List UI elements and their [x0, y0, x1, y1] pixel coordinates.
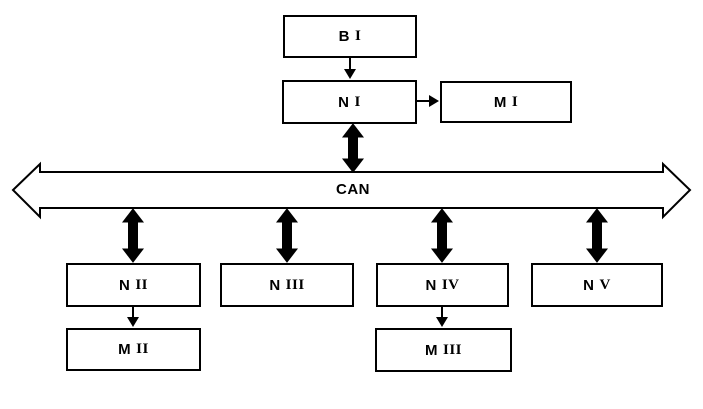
- node-n4: N IV: [376, 263, 509, 307]
- node-m3-numeral: III: [442, 341, 462, 358]
- node-b1: B I: [283, 15, 417, 58]
- arrow-nii-to-mii: [127, 307, 139, 327]
- can-bus-label: CAN: [336, 181, 370, 198]
- node-n3-letter: N: [269, 276, 281, 294]
- node-b1-letter: B: [338, 28, 350, 45]
- node-n3-numeral: III: [285, 276, 305, 293]
- arrow-niv-to-miii: [436, 307, 448, 327]
- node-n2: N II: [66, 263, 201, 307]
- node-n1-letter: N: [338, 93, 350, 111]
- bus-link-nii-arrow: [121, 208, 145, 263]
- node-m1-numeral: I: [511, 93, 519, 110]
- node-m3: M III: [375, 328, 512, 372]
- node-n2-letter: N: [118, 276, 131, 294]
- bus-link-niv-arrow: [430, 208, 454, 263]
- node-m1: M I: [440, 81, 572, 123]
- arrow-ni-to-mi: [417, 95, 439, 107]
- node-n1-numeral: I: [354, 93, 361, 110]
- can-bus-arrow: [11, 161, 692, 220]
- node-n5-letter: N: [583, 276, 595, 294]
- node-n5: N V: [531, 263, 663, 307]
- node-n2-numeral: II: [135, 276, 149, 293]
- bus-link-niii-arrow: [275, 208, 299, 263]
- node-m3-letter: M: [424, 341, 438, 359]
- arrow-bi-to-ni: [344, 57, 356, 79]
- node-n1: N I: [282, 80, 417, 124]
- node-m2-letter: M: [118, 341, 132, 358]
- bus-link-ni-arrow: [341, 123, 365, 173]
- node-m1-letter: M: [493, 93, 507, 111]
- node-m2-numeral: II: [136, 341, 149, 357]
- node-n3: N III: [220, 263, 354, 307]
- node-m2: M II: [66, 328, 201, 371]
- node-n4-numeral: IV: [441, 276, 460, 293]
- node-b1-numeral: I: [355, 28, 362, 44]
- node-n4-letter: N: [425, 276, 437, 294]
- node-n5-numeral: V: [599, 276, 611, 293]
- bus-link-nv-arrow: [585, 208, 609, 263]
